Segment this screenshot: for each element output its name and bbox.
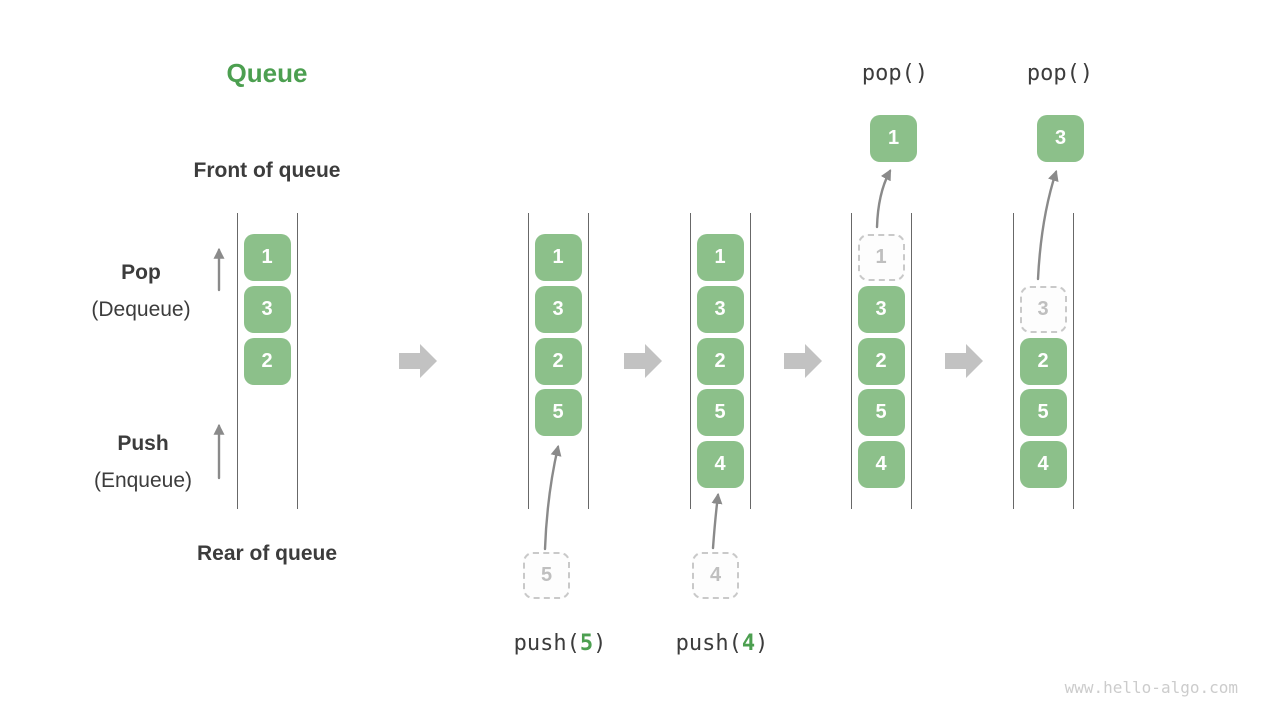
queue-cell: 2 (534, 338, 582, 385)
queue-cell: 1 (243, 234, 291, 281)
queue-column-3: 1 3 2 5 4 (690, 213, 751, 509)
queue-cell: 4 (1019, 441, 1067, 488)
queue-column-5: 3 2 5 4 (1013, 213, 1074, 509)
push-call-close: ) (593, 631, 607, 656)
rear-of-queue-label: Rear of queue (196, 542, 338, 565)
queue-cell: 5 (696, 389, 744, 436)
transition-arrow-icon (945, 344, 983, 378)
queue-cell: 3 (696, 286, 744, 333)
push-ghost-box-5: 5 (523, 552, 570, 599)
queue-cell: 3 (243, 286, 291, 333)
pop-label: Pop (121, 261, 161, 284)
queue-cell: 4 (696, 441, 744, 488)
popped-value-box-2: 3 (1037, 115, 1084, 162)
push-call-text: push( (675, 631, 742, 656)
queue-column-2: 1 3 2 5 (528, 213, 589, 509)
ghost-popped-cell: 1 (857, 234, 905, 281)
watermark: www.hello-algo.com (1064, 678, 1238, 697)
popped-value-box-1: 1 (870, 115, 917, 162)
enqueue-label: (Enqueue) (93, 469, 193, 492)
queue-cell: 3 (857, 286, 905, 333)
push-ghost-box-4: 4 (692, 552, 739, 599)
queue-cell: 3 (534, 286, 582, 333)
diagram-title: Queue (226, 58, 308, 88)
queue-cell: 5 (1019, 389, 1067, 436)
ghost-popped-cell: 3 (1019, 286, 1067, 333)
transition-arrow-icon (624, 344, 662, 378)
push-call-arg: 5 (579, 631, 594, 656)
pop-call-label-2: pop() (1026, 61, 1094, 86)
transition-arrow-icon (399, 344, 437, 378)
dequeue-label: (Dequeue) (91, 298, 191, 321)
queue-column-1: 1 3 2 (237, 213, 298, 509)
queue-cell: 5 (534, 389, 582, 436)
queue-cell: 2 (243, 338, 291, 385)
queue-cell: 5 (857, 389, 905, 436)
push-call-text: push( (513, 631, 580, 656)
queue-cell: 4 (857, 441, 905, 488)
push-call-label-4: push(4) (642, 631, 802, 656)
queue-cell: 2 (1019, 338, 1067, 385)
push-call-arg: 4 (741, 631, 756, 656)
push-call-close: ) (755, 631, 769, 656)
transition-arrow-icon (784, 344, 822, 378)
queue-cell: 2 (696, 338, 744, 385)
front-of-queue-label: Front of queue (193, 159, 341, 182)
push-call-label-5: push(5) (480, 631, 640, 656)
queue-column-4: 1 3 2 5 4 (851, 213, 912, 509)
queue-cell: 1 (696, 234, 744, 281)
queue-cell: 1 (534, 234, 582, 281)
pop-call-label-1: pop() (861, 61, 929, 86)
queue-cell: 2 (857, 338, 905, 385)
push-label: Push (117, 432, 169, 455)
